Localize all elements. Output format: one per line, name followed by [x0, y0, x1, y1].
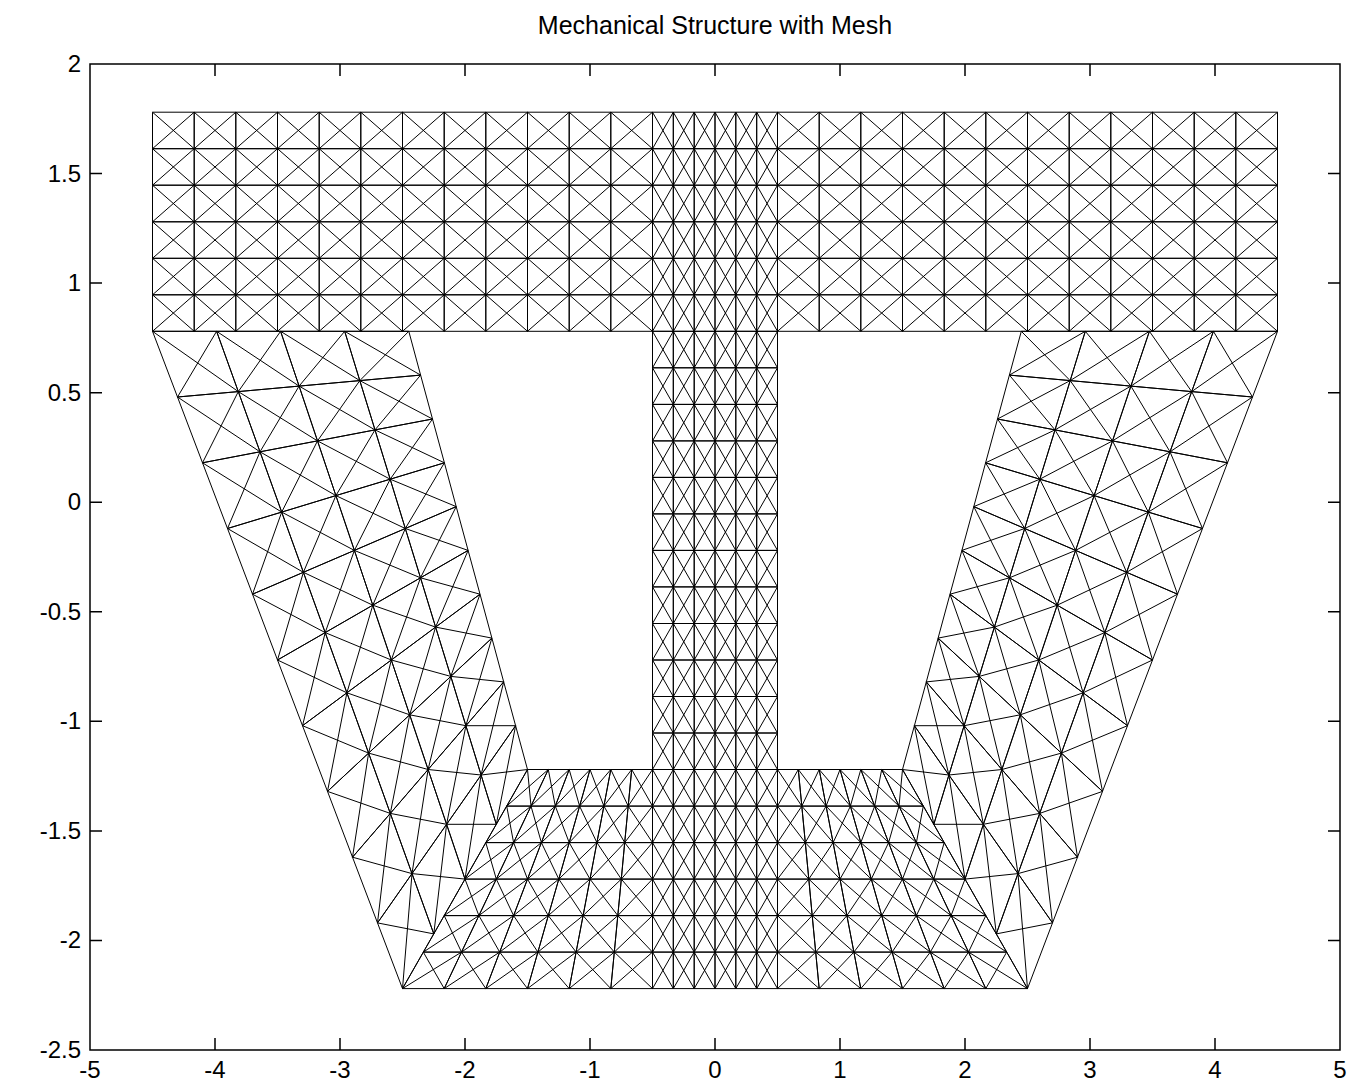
x-tick-label: 2 — [958, 1058, 971, 1082]
y-tick-label: 1.5 — [48, 162, 81, 186]
y-tick-label: -2 — [60, 928, 81, 952]
mesh-lines — [153, 112, 1278, 988]
y-tick-label: 1 — [68, 271, 81, 295]
x-tick-label: 3 — [1083, 1058, 1096, 1082]
y-tick-label: -1 — [60, 709, 81, 733]
x-tick-label: -5 — [79, 1058, 100, 1082]
x-tick-label: 5 — [1333, 1058, 1346, 1082]
y-tick-label: 2 — [68, 52, 81, 76]
y-tick-label: -2.5 — [40, 1038, 81, 1062]
x-tick-label: -3 — [329, 1058, 350, 1082]
y-tick-label: 0 — [68, 490, 81, 514]
x-tick-label: -4 — [204, 1058, 225, 1082]
x-tick-label: -1 — [579, 1058, 600, 1082]
y-tick-label: -1.5 — [40, 819, 81, 843]
axes-box — [90, 64, 1340, 1050]
x-tick-label: -2 — [454, 1058, 475, 1082]
x-tick-label: 4 — [1208, 1058, 1221, 1082]
y-tick-label: -0.5 — [40, 600, 81, 624]
x-tick-label: 0 — [708, 1058, 721, 1082]
chart-title: Mechanical Structure with Mesh — [538, 13, 892, 38]
x-tick-label: 1 — [833, 1058, 846, 1082]
y-tick-label: 0.5 — [48, 381, 81, 405]
